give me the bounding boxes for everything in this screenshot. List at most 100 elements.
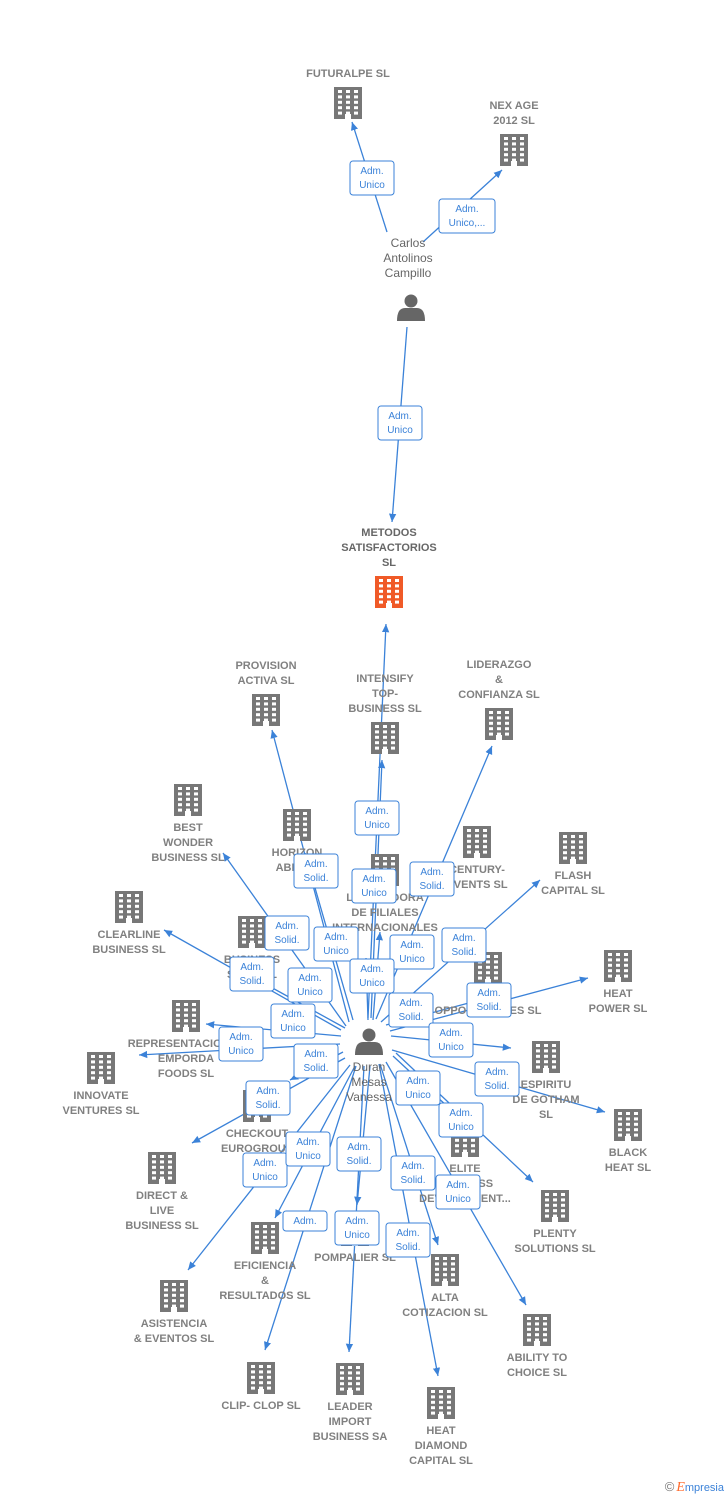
role-label[interactable]: Adm.Unico — [218, 1026, 264, 1062]
role-label[interactable]: Adm.Solid. — [388, 992, 434, 1028]
building-icon[interactable] — [614, 1109, 642, 1141]
role-label[interactable]: Adm.Unico — [334, 1210, 380, 1246]
role-label-box — [474, 1061, 520, 1097]
role-label[interactable]: Adm.Solid. — [293, 1043, 339, 1079]
company-label-line: BUSINESS SL — [125, 1220, 199, 1232]
building-icon[interactable] — [485, 708, 513, 740]
building-icon[interactable] — [500, 134, 528, 166]
company-label-line: CONFIANZA SL — [458, 689, 540, 701]
building-icon[interactable] — [251, 1222, 279, 1254]
building-icon[interactable] — [532, 1041, 560, 1073]
role-label[interactable]: Adm.Unico — [349, 160, 395, 196]
role-label[interactable]: Adm.Solid. — [466, 982, 512, 1018]
role-label[interactable]: Adm.Unico — [438, 1102, 484, 1138]
building-icon[interactable] — [541, 1190, 569, 1222]
company-label-line: EVENTS SL — [446, 879, 507, 891]
role-label[interactable]: Adm.Unico — [389, 934, 435, 970]
building-icon[interactable] — [431, 1254, 459, 1286]
building-icon[interactable] — [174, 784, 202, 816]
role-label[interactable]: Adm. — [282, 1210, 328, 1232]
role-label[interactable]: Adm.Unico — [428, 1022, 474, 1058]
building-icon[interactable] — [283, 809, 311, 841]
target-company-building-icon[interactable] — [375, 576, 403, 608]
building-icon[interactable] — [559, 832, 587, 864]
company-label-line: CAPITAL SL — [541, 885, 605, 897]
role-label-box — [293, 1043, 339, 1079]
role-label[interactable]: Adm.Solid. — [474, 1061, 520, 1097]
building-icon[interactable] — [160, 1280, 188, 1312]
role-label[interactable]: Adm.Unico — [242, 1152, 288, 1188]
person-icon[interactable] — [397, 294, 425, 322]
role-label-box — [349, 160, 395, 196]
role-label[interactable]: Adm.Unico — [270, 1003, 316, 1039]
role-label[interactable]: Adm.Unico — [285, 1131, 331, 1167]
role-label-text: Solid. — [303, 873, 328, 884]
role-label-text: Adm. — [296, 1137, 319, 1148]
company-label-line: & — [261, 1275, 269, 1287]
role-label[interactable]: Adm.Solid. — [409, 861, 455, 897]
building-icon[interactable] — [238, 916, 266, 948]
building-icon[interactable] — [87, 1052, 115, 1084]
role-label-box — [395, 1070, 441, 1106]
building-icon[interactable] — [523, 1314, 551, 1346]
role-label-text: Solid. — [303, 1063, 328, 1074]
role-label[interactable]: Adm.Solid. — [441, 927, 487, 963]
building-icon[interactable] — [172, 1000, 200, 1032]
role-label-text: Adm. — [446, 1180, 469, 1191]
role-label-text: Adm. — [452, 933, 475, 944]
role-label-text: Adm. — [401, 1161, 424, 1172]
relation-edge — [345, 1065, 365, 1353]
building-icon[interactable] — [115, 891, 143, 923]
company-label-line: CLEARLINE — [98, 929, 161, 941]
role-label[interactable]: Adm.Unico — [351, 868, 397, 904]
role-label[interactable]: Adm.Solid. — [293, 853, 339, 889]
company-label-line: EUROGROUP — [221, 1143, 293, 1155]
role-label[interactable]: Adm.Solid. — [229, 956, 275, 992]
role-label-text: Unico — [228, 1046, 254, 1057]
building-icon[interactable] — [463, 826, 491, 858]
role-label[interactable]: Adm. Solid. — [390, 1155, 436, 1191]
building-icon[interactable] — [334, 87, 362, 119]
building-icon[interactable] — [148, 1152, 176, 1184]
company-label-line: VENTURES SL — [62, 1105, 139, 1117]
person-label-line: Antolinos — [383, 251, 432, 265]
role-label-text: Unico — [399, 954, 425, 965]
role-label-text: Unico — [361, 888, 387, 899]
role-label[interactable]: Adm.Solid. — [336, 1136, 382, 1172]
company-label-line: BUSINESS SL — [348, 703, 422, 715]
role-label-box — [385, 1222, 431, 1258]
role-label[interactable]: Adm.Unico — [313, 926, 359, 962]
company-label-line: ESPIRITU — [521, 1079, 572, 1091]
building-icon[interactable] — [427, 1387, 455, 1419]
building-icon[interactable] — [336, 1363, 364, 1395]
role-label[interactable]: Adm.Unico — [354, 800, 400, 836]
role-label[interactable]: Adm.Unico,... — [438, 198, 496, 234]
company-label: POMPALIER SL — [314, 1252, 396, 1264]
role-label[interactable]: Adm.Solid. — [245, 1080, 291, 1116]
role-label[interactable]: Adm.Unico — [349, 958, 395, 994]
role-label[interactable]: Adm.Unico — [395, 1070, 441, 1106]
role-label[interactable]: Adm.Unico — [377, 405, 423, 441]
role-label-text: Unico — [387, 425, 413, 436]
role-label[interactable]: Adm.Unico — [287, 967, 333, 1003]
building-icon[interactable] — [247, 1362, 275, 1394]
role-label[interactable]: Adm.Solid. — [264, 915, 310, 951]
company-label-line: REPRESENTACIONES — [128, 1038, 245, 1050]
role-label-text: Adm. — [256, 1086, 279, 1097]
role-label-text: Unico — [344, 1230, 370, 1241]
building-icon[interactable] — [252, 694, 280, 726]
company-label-line: LIVE — [150, 1205, 174, 1217]
role-label-text: Solid. — [400, 1175, 425, 1186]
company-label-line: SL — [539, 1109, 553, 1121]
role-label-box — [466, 982, 512, 1018]
company-label-line: SATISFACTORIOS — [341, 542, 437, 554]
building-icon[interactable] — [604, 950, 632, 982]
person-icon[interactable] — [355, 1028, 383, 1056]
role-label-text: Adm. — [439, 1028, 462, 1039]
role-label[interactable]: Adm.Unico — [435, 1174, 481, 1210]
role-label-box — [287, 967, 333, 1003]
company-label-line: NEX AGE — [489, 100, 538, 112]
role-label[interactable]: Adm.Solid. — [385, 1222, 431, 1258]
building-icon[interactable] — [371, 722, 399, 754]
